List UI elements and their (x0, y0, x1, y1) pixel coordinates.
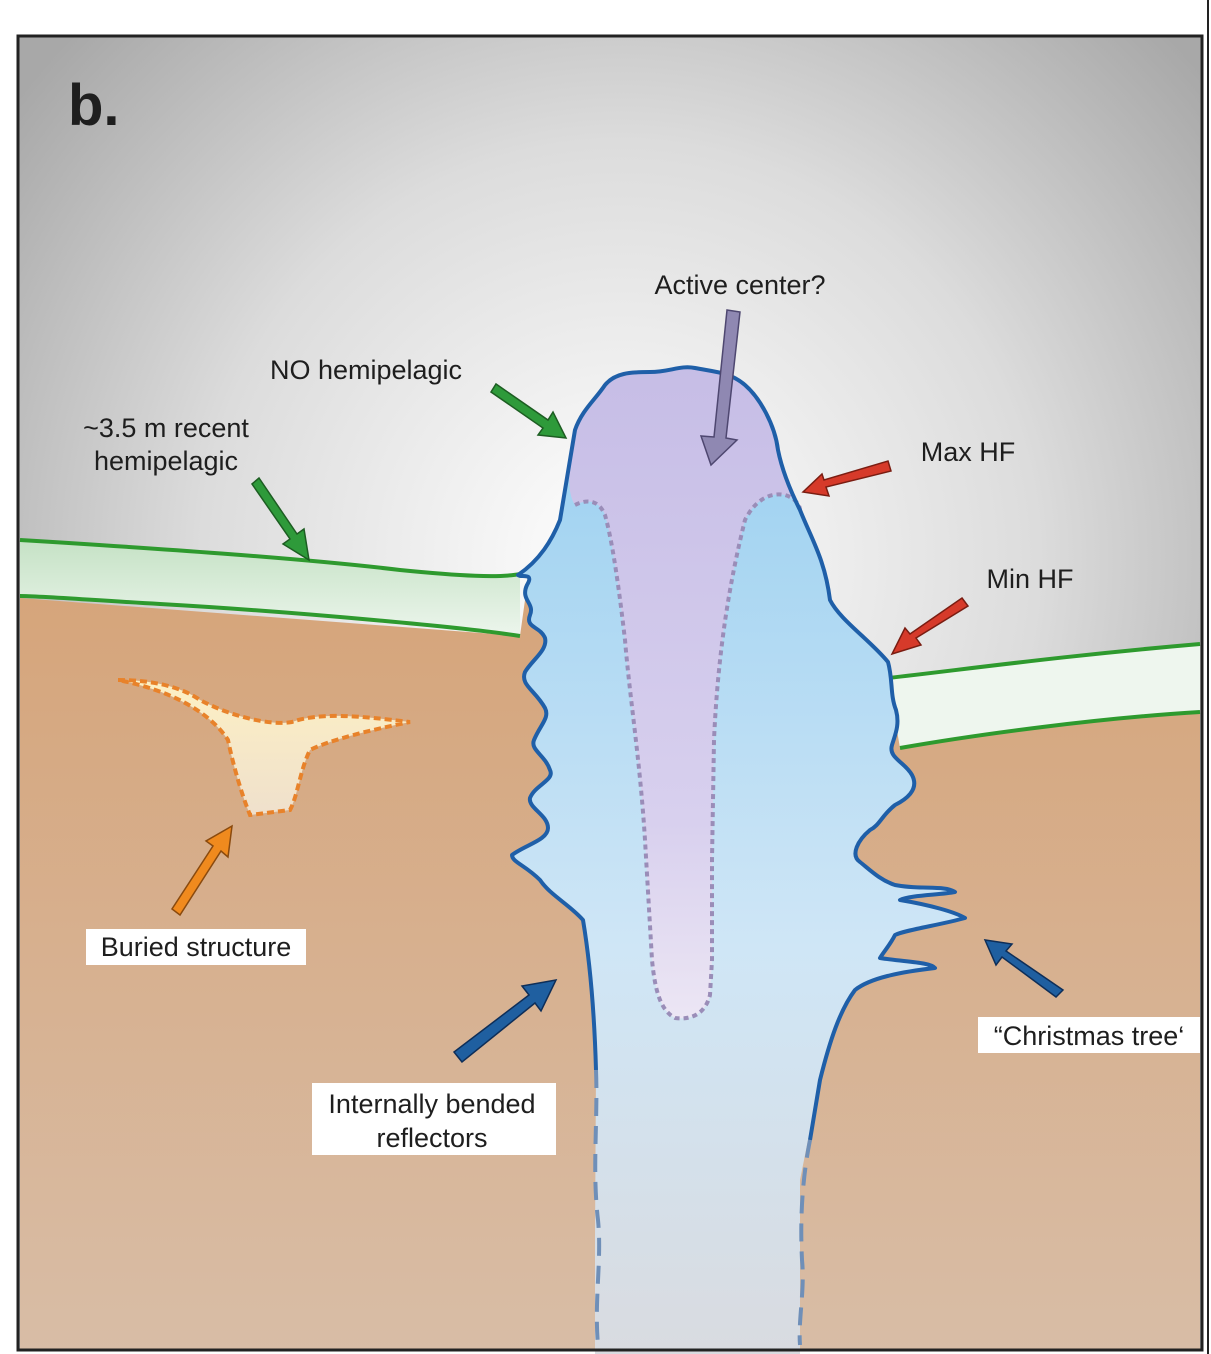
label-internally-bended-line1: Internally bended (328, 1089, 535, 1119)
label-active-center: Active center? (654, 270, 825, 300)
label-max-hf: Max HF (921, 437, 1016, 467)
label-christmas-tree: “Christmas tree‘ (994, 1021, 1185, 1051)
label-no-hemipelagic: NO hemipelagic (270, 355, 462, 385)
label-min-hf: Min HF (987, 564, 1074, 594)
panel-label: b. (68, 73, 120, 138)
label-recent-hemipelagic-line2: hemipelagic (94, 446, 238, 476)
label-buried-structure: Buried structure (101, 932, 292, 962)
label-recent-hemipelagic-line1: ~3.5 m recent (83, 413, 249, 443)
label-internally-bended-line2: reflectors (376, 1123, 487, 1153)
